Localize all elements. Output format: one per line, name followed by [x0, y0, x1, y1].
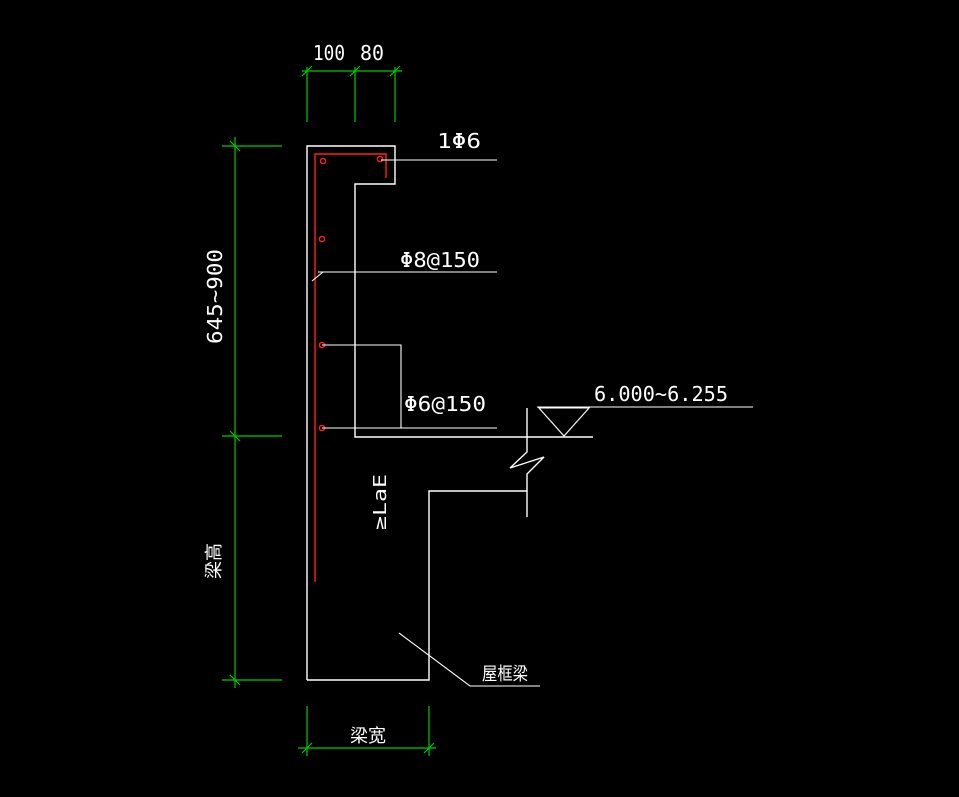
rebar — [314, 153, 387, 582]
stirrup-label: Φ6@150 — [404, 392, 486, 416]
left-dim-tick — [229, 430, 241, 442]
break-line — [509, 408, 545, 517]
top-dim-tick — [389, 65, 401, 77]
dimension-lines — [222, 65, 436, 756]
concrete-outline — [306, 145, 593, 681]
left-dim-tick — [229, 674, 241, 686]
rebar-dot — [376, 155, 384, 163]
dim-beam-width-text: 梁宽 — [350, 726, 386, 747]
beam-label: 屋框梁 — [482, 664, 528, 685]
top-dim-tick — [349, 65, 361, 77]
top-dim-tick — [301, 65, 313, 77]
beam-outline — [307, 490, 527, 681]
left-dim-tick — [229, 140, 241, 152]
dim-80-text: 80 — [360, 41, 384, 65]
dim-height-range-text: 645~900 — [203, 249, 227, 344]
bottom-dim-tick — [301, 742, 313, 754]
vertical-rebar — [314, 153, 387, 582]
top-bar-label: 1Φ6 — [437, 129, 481, 153]
bottom-dim-tick — [423, 742, 435, 754]
elevation-label: 6.000~6.255 — [594, 382, 728, 406]
rebar-dot — [318, 235, 326, 243]
leader-beam-label — [398, 632, 540, 687]
rebar-dot — [319, 157, 327, 165]
anchorage-label: ≥LaE — [370, 474, 391, 530]
dim-beam-height-text: 梁高 — [204, 543, 225, 579]
leader-lines — [311, 159, 753, 687]
parapet-outline — [306, 145, 527, 680]
dim-100-text: 100 — [313, 41, 345, 65]
leader-stirrup-hook — [322, 344, 402, 428]
elevation-triangle-icon — [537, 407, 591, 437]
leader-vertical-tick — [311, 271, 324, 282]
vertical-bar-label: Φ8@150 — [400, 248, 480, 272]
